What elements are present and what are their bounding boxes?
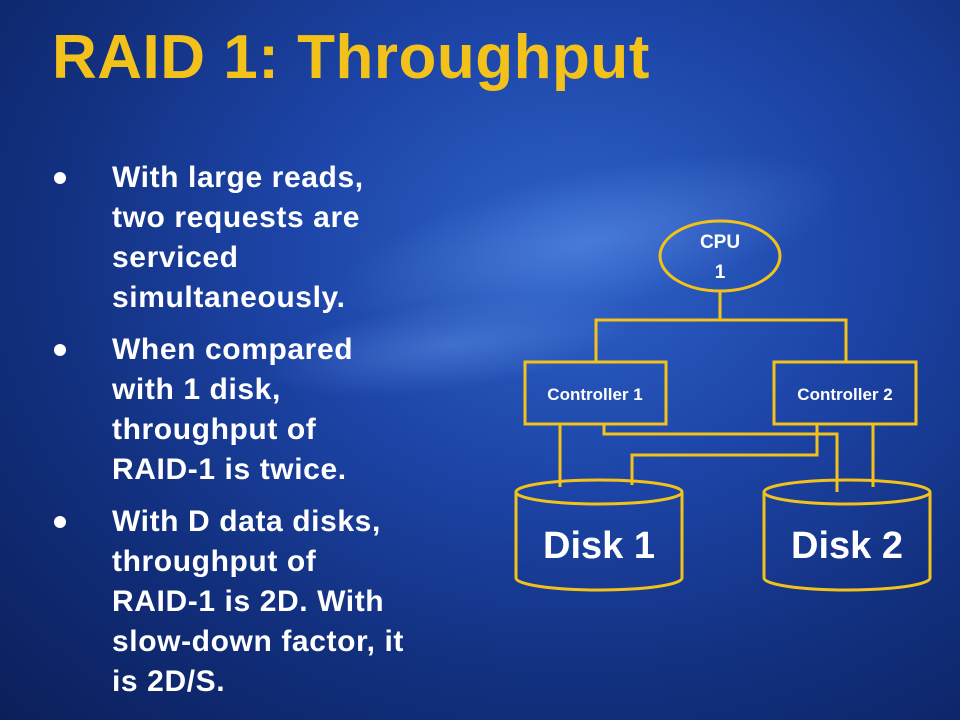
disk-2-top	[762, 478, 932, 506]
bullet-item: With large reads, two requests are servi…	[48, 158, 478, 318]
bullet-line: slow-down factor, it	[112, 625, 405, 658]
bullet-line: With D data disks,	[112, 505, 381, 538]
controller-2: Controller 2	[772, 360, 918, 426]
controller1-to-disk2-wire	[602, 424, 839, 492]
disk-2-label: Disk 2	[791, 525, 903, 567]
controller-2-label: Controller 2	[797, 385, 892, 404]
bullet-list: With large reads, two requests are servi…	[48, 158, 478, 714]
bullet-line: With large reads,	[112, 161, 364, 194]
cpu-bus-wire	[594, 291, 848, 362]
bullet-dot-icon	[54, 344, 66, 356]
bullet-line: throughput of	[112, 413, 317, 446]
disk-1-top	[514, 478, 684, 506]
cpu-node: CPU 1	[658, 219, 782, 293]
bullet-item: With D data disks, throughput of RAID-1 …	[48, 502, 478, 702]
bullet-line: throughput of	[112, 545, 317, 578]
disk-2-body	[762, 492, 932, 592]
bullet-line: two requests are	[112, 201, 361, 234]
controller-2-box	[772, 360, 918, 426]
cpu-label: CPU	[700, 232, 740, 253]
controller-1: Controller 1	[523, 360, 668, 426]
disk-1-body	[514, 492, 684, 592]
controller-1-label: Controller 1	[547, 385, 642, 404]
bullet-item: When compared with 1 disk, throughput of…	[48, 330, 478, 490]
slide-title: RAID 1: Throughput	[52, 23, 650, 92]
bullet-line: serviced	[112, 241, 239, 274]
disk-2: Disk 2	[762, 478, 932, 592]
bullet-line: RAID-1 is 2D. With	[112, 585, 385, 618]
bullet-line: simultaneously.	[112, 281, 346, 314]
bullet-line: When compared	[112, 333, 354, 366]
disk-1-label: Disk 1	[543, 525, 655, 567]
bullet-line: is 2D/S.	[112, 665, 226, 698]
bullet-line: RAID-1 is twice.	[112, 453, 347, 486]
bullet-line: with 1 disk,	[112, 373, 281, 406]
cpu-number: 1	[715, 262, 726, 283]
disk-1: Disk 1	[514, 478, 684, 592]
bullet-dot-icon	[54, 516, 66, 528]
controller2-to-disk1-wire	[630, 424, 819, 485]
bullet-dot-icon	[54, 172, 66, 184]
controller-1-box	[523, 360, 668, 426]
